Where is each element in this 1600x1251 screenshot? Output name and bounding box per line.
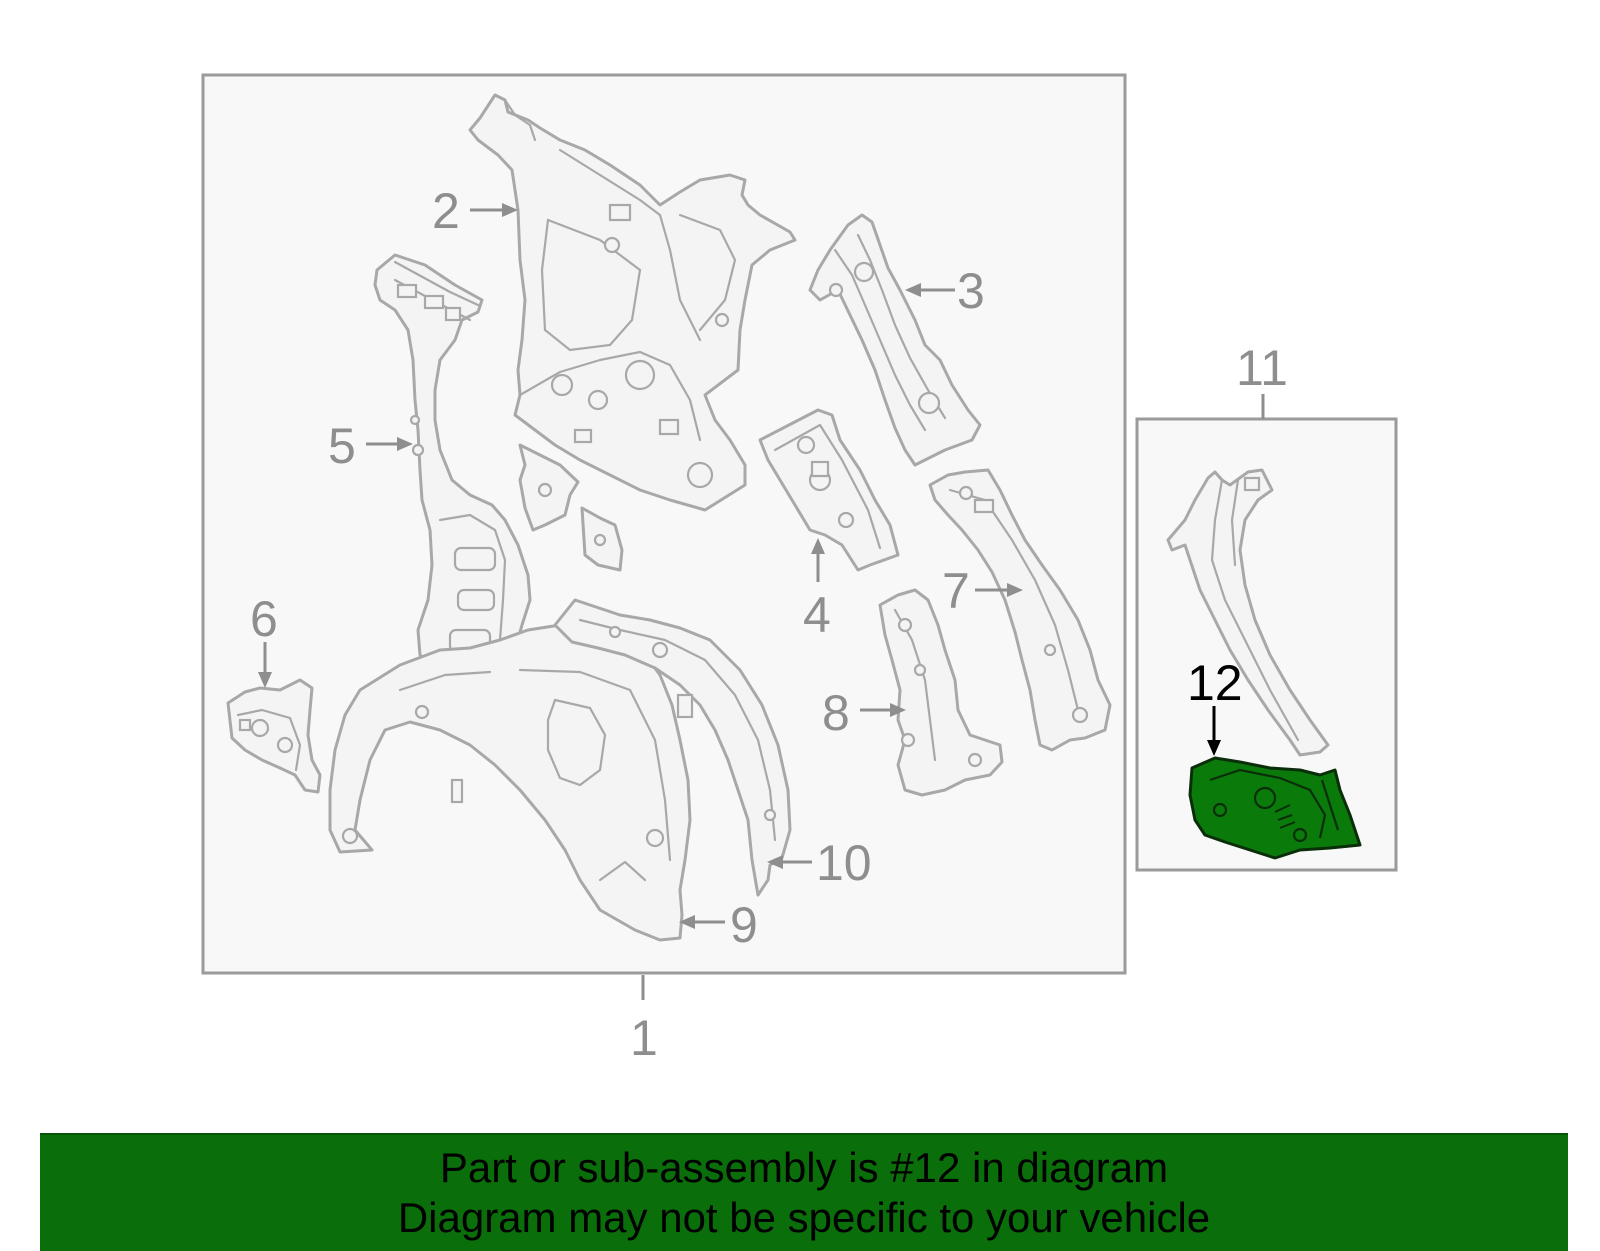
part-7-inner-pillar[interactable] (928, 468, 1112, 752)
banner-line-1: Part or sub-assembly is #12 in diagram (439, 1144, 1169, 1191)
part-10-wheelhouse-outer[interactable] (553, 598, 792, 897)
part-2-quarter-inner-upper[interactable] (468, 93, 797, 512)
callout-7: 7 (942, 563, 970, 619)
part-11-sub-assembly[interactable] (1166, 468, 1330, 757)
callout-10: 10 (816, 835, 872, 891)
callout-1: 1 (630, 1010, 658, 1066)
part-6-bracket[interactable] (226, 678, 322, 794)
notice-banner: Part or sub-assembly is #12 in diagram D… (40, 1133, 1568, 1251)
part-3-pillar-reinforcement[interactable] (808, 213, 982, 467)
callout-8: 8 (822, 685, 850, 741)
callout-3: 3 (957, 263, 985, 319)
callout-2: 2 (432, 183, 460, 239)
banner-line-2: Diagram may not be specific to your vehi… (397, 1194, 1211, 1241)
part-small-bracket-a[interactable] (518, 443, 624, 572)
part-4-bracket-panel[interactable] (758, 408, 900, 572)
part-8-lower-bracket[interactable] (878, 588, 1004, 797)
part-12-highlighted[interactable] (1188, 756, 1362, 860)
callout-6: 6 (250, 591, 278, 647)
callout-12: 12 (1187, 655, 1243, 711)
callout-9: 9 (730, 897, 758, 953)
part-5-pillar-outer[interactable] (373, 253, 532, 692)
callout-11: 11 (1236, 340, 1288, 396)
callout-5: 5 (328, 418, 356, 474)
callout-4: 4 (803, 587, 831, 643)
leader-arrows (258, 203, 1221, 929)
